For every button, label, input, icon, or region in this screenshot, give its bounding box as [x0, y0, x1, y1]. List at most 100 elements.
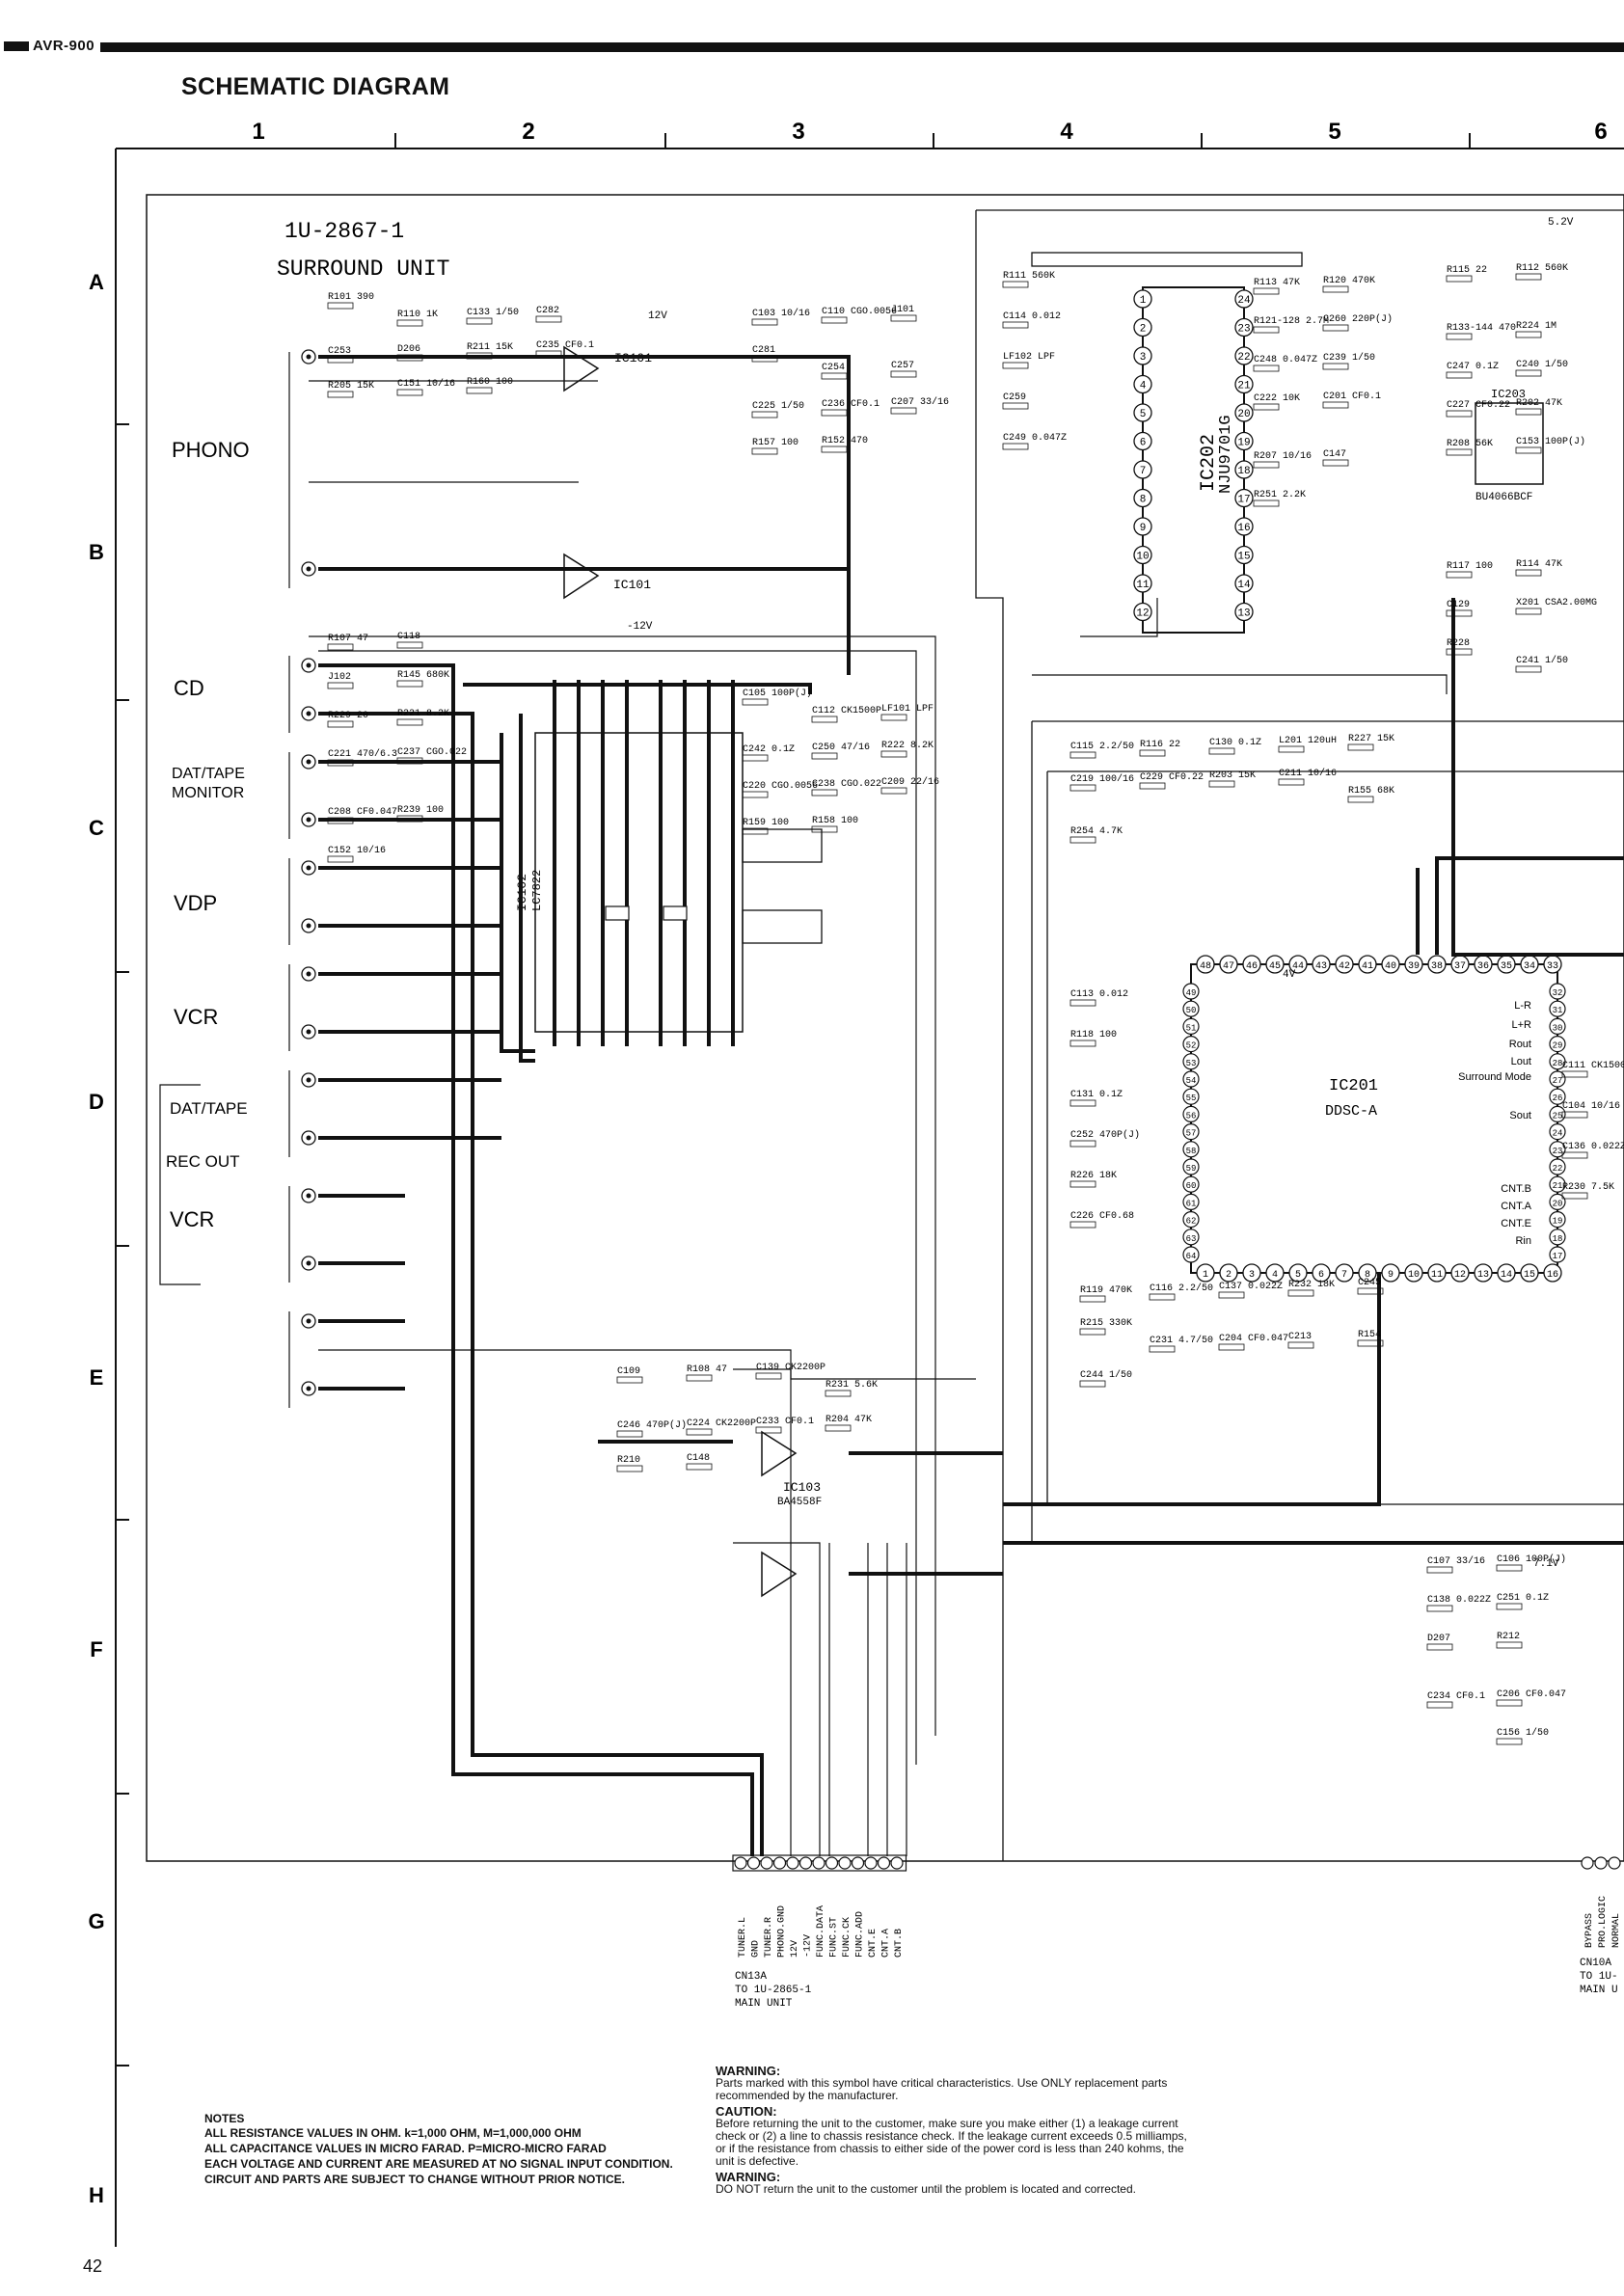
component-label: C105 100P(J) [743, 688, 812, 699]
ic201-pin [1182, 1141, 1200, 1158]
ic201-pin [1549, 1175, 1566, 1193]
ic201-pin [1182, 1246, 1200, 1263]
ic202-pin [1234, 403, 1254, 422]
ic201-pin [1242, 955, 1261, 974]
cn13a-dest: TO 1U-2865-1 [735, 1985, 812, 1996]
ic201-pin [1543, 1263, 1562, 1283]
svg-text:22: 22 [1237, 352, 1250, 364]
ic201-pin [1427, 955, 1447, 974]
component-label: C249 0.047Z [1003, 433, 1067, 444]
ic201-pin [1182, 1175, 1200, 1193]
component-label: C139 CK2200P [756, 1363, 826, 1373]
component-label: R114 47K [1516, 559, 1562, 570]
input-label-dat-tape: DAT/TAPE [172, 766, 245, 782]
component-label: C220 CGO.0056 [743, 781, 818, 792]
ic201-pin [1549, 1053, 1566, 1070]
component-label: C208 CF0.047 [328, 807, 397, 818]
component-label: R215 330K [1080, 1318, 1132, 1329]
svg-text:10: 10 [1136, 552, 1149, 563]
cn10a-pin-label: PRO.LOGIC [1598, 1896, 1609, 1948]
cn10a-name: CN10A [1580, 1958, 1611, 1969]
ic201-pin [1182, 1210, 1200, 1229]
cn13a-pin-label: CNT.B [894, 1929, 905, 1958]
grid-col-5: 5 [1328, 119, 1340, 145]
ic201-pin [1312, 1263, 1331, 1283]
component-label: C281 [752, 345, 775, 356]
component-label: R133-144 470 [1447, 323, 1516, 334]
component-label: R254 4.7K [1070, 826, 1123, 837]
component-label: C152 10/16 [328, 845, 386, 856]
ic202-pin [1133, 602, 1152, 622]
svg-text:62: 62 [1186, 1217, 1197, 1227]
voltage-12v: 12V [648, 311, 667, 322]
ic203-label: IC203 [1491, 388, 1526, 401]
svg-text:14: 14 [1501, 1270, 1512, 1281]
cn13a-pin [760, 1856, 773, 1870]
ic202-pin [1133, 289, 1152, 309]
svg-text:46: 46 [1246, 961, 1258, 972]
ic201-pin [1520, 1263, 1539, 1283]
output-bracket [159, 1084, 201, 1285]
ic202-part: NJU9701G [1217, 415, 1235, 494]
component-label: C129 [1447, 600, 1470, 610]
grid-row-B: B [89, 540, 104, 564]
component-label: C222 10K [1254, 393, 1300, 404]
component-label: R157 100 [752, 438, 798, 448]
svg-text:4: 4 [1140, 381, 1147, 392]
component-label: C131 0.1Z [1070, 1090, 1123, 1100]
cn10a-pin [1608, 1856, 1621, 1870]
ic201-pin [1358, 1263, 1377, 1283]
svg-text:61: 61 [1186, 1199, 1197, 1208]
component-label: C109 [617, 1366, 640, 1377]
svg-text:23: 23 [1553, 1147, 1563, 1156]
component-label: C114 0.012 [1003, 311, 1061, 322]
cn10a-dest2: MAIN U [1580, 1985, 1618, 1996]
voltage-5v2: 5.2V [1548, 217, 1574, 229]
ic202-label: IC202 [1198, 434, 1220, 492]
ic202-pin [1133, 460, 1152, 479]
cn10a-pin [1581, 1856, 1594, 1870]
cn13a-pin-label: FUNC.ADD [855, 1911, 866, 1958]
component-label: L201 120uH [1279, 736, 1337, 746]
component-label: C247 0.1Z [1447, 362, 1499, 372]
cn13a-pin [890, 1856, 904, 1870]
component-label: C204 CF0.047 [1219, 1334, 1288, 1344]
ic201-pin [1404, 955, 1423, 974]
ic201-pin [1549, 1193, 1566, 1211]
ic102-part: LC7822 [530, 870, 544, 911]
svg-text:49: 49 [1186, 988, 1197, 998]
ic203: IC203 BU4066BCF [1475, 388, 1544, 503]
component-label: C148 [687, 1453, 710, 1464]
svg-text:63: 63 [1186, 1234, 1197, 1244]
ic201-pin [1549, 1158, 1566, 1175]
svg-text:58: 58 [1186, 1147, 1197, 1156]
cn13a-pin [838, 1856, 852, 1870]
component-label: C241 1/50 [1516, 655, 1568, 666]
svg-text:39: 39 [1408, 961, 1420, 972]
ic202-pin [1133, 431, 1152, 451]
component-label: C234 CF0.1 [1427, 1691, 1485, 1702]
component-label: LF102 LPF [1003, 352, 1055, 363]
svg-text:11: 11 [1136, 580, 1150, 591]
cn13a-pin-label: GND [751, 1940, 762, 1958]
component-label: C130 0.1Z [1209, 738, 1261, 748]
ic201-pin [1497, 1263, 1516, 1283]
grid-col-3: 3 [792, 119, 804, 145]
component-label: R204 47K [826, 1415, 872, 1425]
component-label: C107 33/16 [1427, 1555, 1485, 1567]
ic201-pin [1450, 1263, 1470, 1283]
ic202-pin [1133, 574, 1152, 593]
svg-text:35: 35 [1501, 961, 1512, 972]
component-label: C254 [822, 363, 845, 373]
ic201-pin-label: L-R [1514, 1000, 1531, 1012]
component-label: C110 CGO.0056 [822, 307, 897, 317]
component-label: R226 18K [1070, 1171, 1117, 1181]
ic201-part: DDSC-A [1325, 1103, 1377, 1120]
component-label: R101 390 [328, 292, 374, 303]
component-label: R212 [1497, 1632, 1520, 1642]
component-label: C242 0.1Z [743, 744, 795, 755]
cn10a-pin-label: BYPASS [1584, 1913, 1595, 1948]
cn13a-pin [877, 1856, 891, 1870]
component-label: C133 1/50 [467, 307, 519, 318]
